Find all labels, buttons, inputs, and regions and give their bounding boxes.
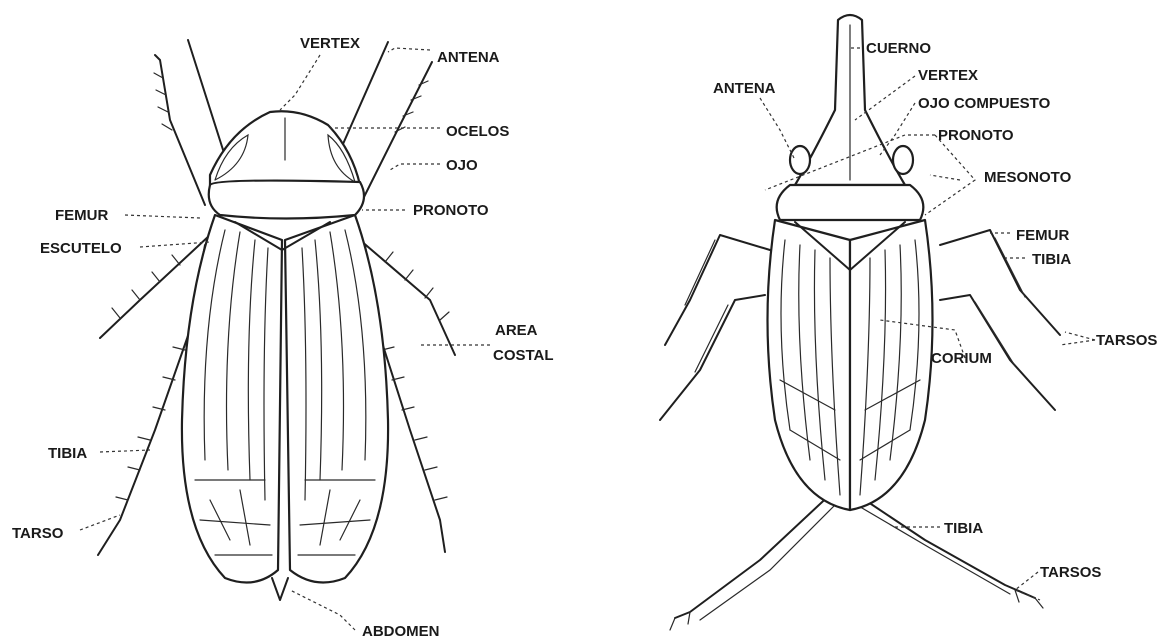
label-left-femur: FEMUR bbox=[55, 207, 108, 224]
label-right-vertex: VERTEX bbox=[918, 67, 978, 84]
right-hindleg-left bbox=[675, 490, 835, 618]
label-right-mesonoto: MESONOTO bbox=[984, 169, 1072, 186]
label-left-tibia: TIBIA bbox=[48, 445, 87, 462]
label-left-ojo: OJO bbox=[446, 157, 478, 174]
label-right-corium: CORIUM bbox=[931, 350, 992, 367]
label-left-tarso: TARSO bbox=[12, 525, 64, 542]
label-left-area: AREA bbox=[495, 322, 538, 339]
label-right-pronoto: PRONOTO bbox=[938, 127, 1014, 144]
right-foreleg-right bbox=[940, 230, 1060, 335]
label-right-tibia-lower: TIBIA bbox=[944, 520, 983, 537]
label-left-vertex: VERTEX bbox=[300, 35, 360, 52]
label-left-abdomen: ABDOMEN bbox=[362, 623, 440, 640]
label-right-femur: FEMUR bbox=[1016, 227, 1069, 244]
label-left-escutelo: ESCUTELO bbox=[40, 240, 122, 257]
right-eye-left bbox=[790, 146, 810, 174]
left-pronotum bbox=[209, 181, 364, 219]
label-right-tarsos-lower: TARSOS bbox=[1040, 564, 1101, 581]
label-right-cuerno: CUERNO bbox=[866, 40, 931, 57]
label-left-costal: COSTAL bbox=[493, 347, 554, 364]
label-right-tibia-upper: TIBIA bbox=[1032, 251, 1071, 268]
right-foreleg-left bbox=[665, 235, 770, 345]
right-pronotum bbox=[777, 185, 924, 220]
label-left-pronoto: PRONOTO bbox=[413, 202, 489, 219]
right-hindleg-right bbox=[850, 490, 1035, 598]
label-left-antena: ANTENA bbox=[437, 49, 500, 66]
label-right-tarsos-upper: TARSOS bbox=[1096, 332, 1157, 349]
left-insect-drawing bbox=[98, 40, 455, 600]
left-wing-right bbox=[285, 215, 388, 583]
label-right-antena: ANTENA bbox=[713, 80, 776, 97]
label-right-ojo-compuesto: OJO COMPUESTO bbox=[918, 95, 1051, 112]
left-abdomen-tip bbox=[272, 578, 288, 600]
right-midleg-left bbox=[660, 295, 765, 420]
right-eye-right bbox=[893, 146, 913, 174]
label-left-ocelos: OCELOS bbox=[446, 123, 509, 140]
